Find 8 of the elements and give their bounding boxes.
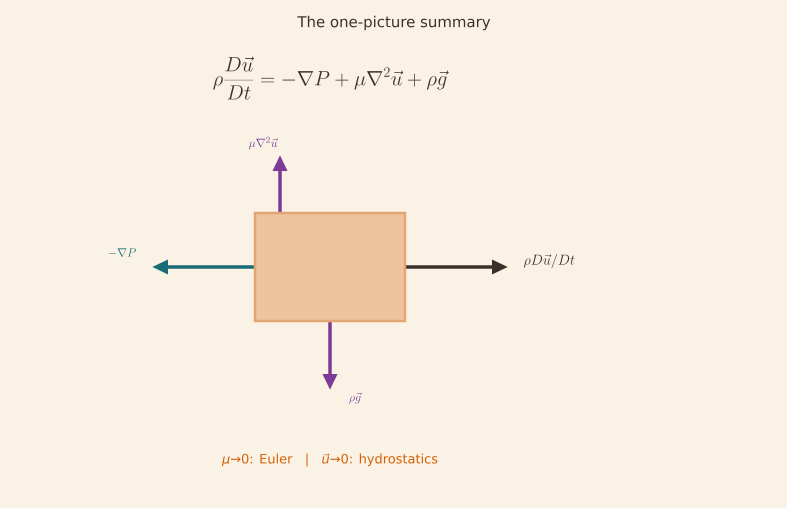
- equation: $\rho\frac{D\vec{u}}{Dt} = -\nabla P + \mu\nabla^2\vec{u} + \rho\vec{g}$: [213, 56, 449, 100]
- force-label: $-\nabla P$: [108, 248, 136, 257]
- force-label: $\rho\vec{g}$: [349, 392, 362, 404]
- title: The one-picture summary: [297, 16, 490, 30]
- force-label: $\mu\nabla^2\vec{u}$: [248, 136, 278, 150]
- caption: μ→0: Euler | u⃗→0: hydrostatics: [222, 454, 438, 466]
- parcel-box: [254, 212, 406, 322]
- force-label: $\rho D\vec{u}/Dt$: [524, 254, 575, 268]
